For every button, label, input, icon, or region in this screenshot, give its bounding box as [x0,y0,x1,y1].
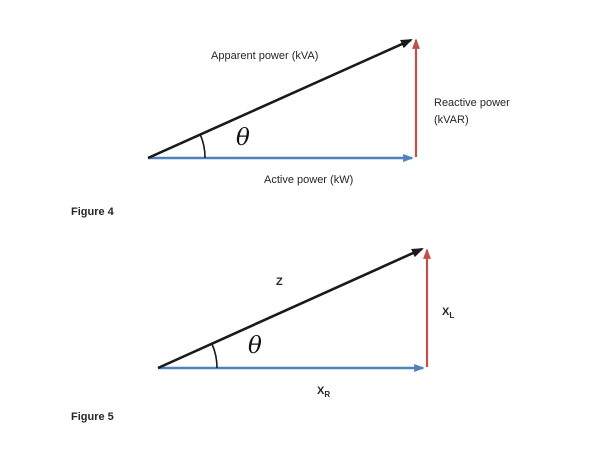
reactive-power-label-line1: Reactive power [434,97,510,109]
impedance-label: Z [276,276,283,288]
impedance-vector-arrow [157,247,424,370]
inductive-reactance-label-base: X [442,306,450,318]
impedance-triangle-diagram [157,247,431,372]
apparent-power-label: Apparent power (kVA) [211,50,319,62]
resistance-label-base: X [317,385,325,397]
inductive-reactance-label-sub: L [449,311,455,320]
reactive-power-label: Reactive power (kVAR) [434,95,510,129]
inductive-reactance-label: XL [442,306,455,320]
active-power-label: Active power (kW) [264,174,354,186]
theta-symbol-figure5: θ [248,333,262,359]
reactive-power-label-line2: (kVAR) [434,114,469,126]
resistance-label: XR [317,385,331,399]
power-triangle-diagram [147,38,420,162]
figure5-caption: Figure 5 [71,411,114,423]
angle-arc [199,133,206,159]
theta-symbol-figure4: θ [236,125,250,151]
angle-arc [211,343,218,369]
figure4-caption: Figure 4 [71,206,114,218]
apparent-power-vector-arrow [147,38,413,160]
resistance-label-sub: R [324,390,331,399]
